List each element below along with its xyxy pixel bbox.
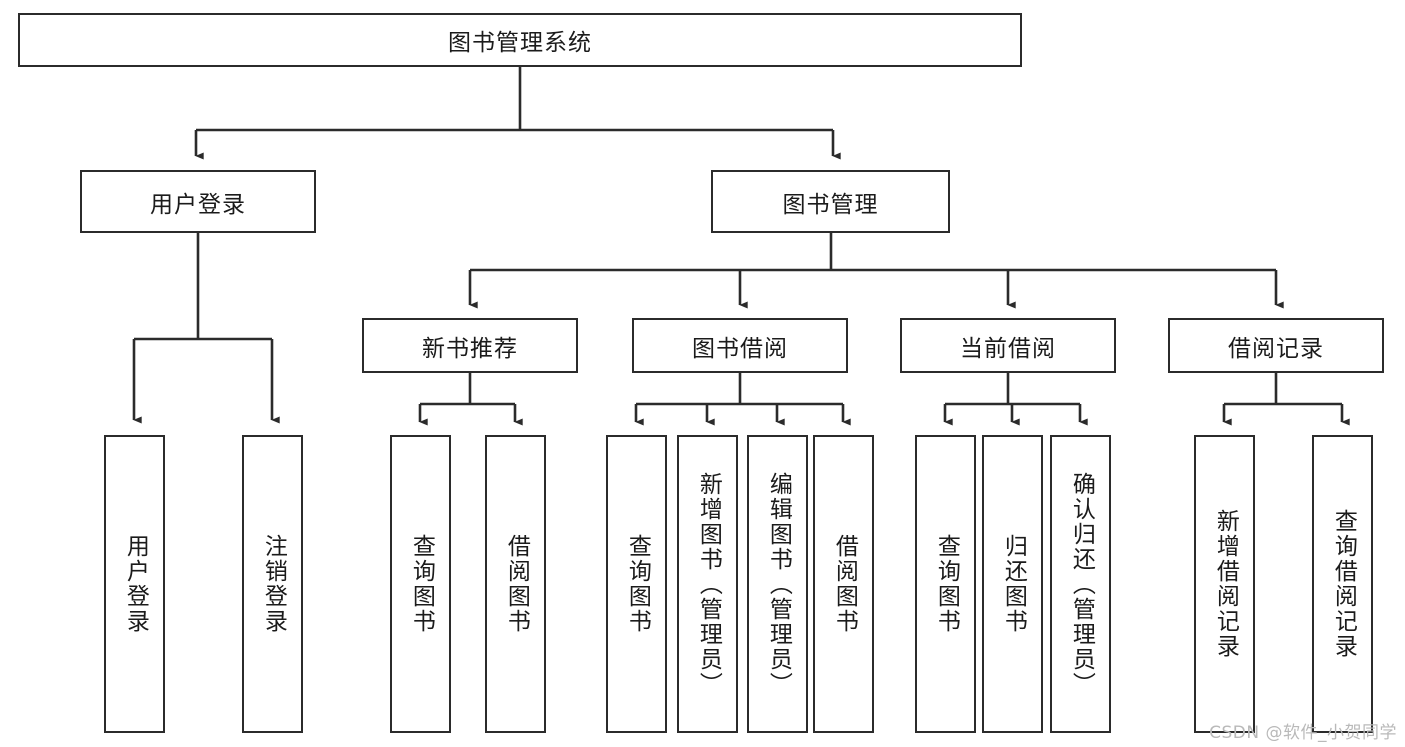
leaf-confirm-return-admin[interactable]: 确认归还（管理员） bbox=[1050, 435, 1111, 733]
watermark-text: CSDN @软件_小贺同学 bbox=[1209, 723, 1397, 743]
leaf-add-borrow-record[interactable]: 新增借阅记录 bbox=[1194, 435, 1255, 733]
leaf-add-borrow-record-label: 新增借阅记录 bbox=[1212, 509, 1239, 659]
node-current-borrow[interactable]: 当前借阅 bbox=[900, 318, 1116, 373]
node-book-manage[interactable]: 图书管理 bbox=[711, 170, 950, 233]
leaf-query-book-2[interactable]: 查询图书 bbox=[606, 435, 667, 733]
leaf-return-book[interactable]: 归还图书 bbox=[982, 435, 1043, 733]
leaf-query-book-1[interactable]: 查询图书 bbox=[390, 435, 451, 733]
leaf-query-borrow-record-label: 查询借阅记录 bbox=[1330, 509, 1357, 659]
leaf-user-login[interactable]: 用户登录 bbox=[104, 435, 165, 733]
leaf-user-login-label: 用户登录 bbox=[122, 534, 149, 634]
leaf-borrow-book-1-label: 借阅图书 bbox=[503, 534, 530, 634]
node-new-book-recommend[interactable]: 新书推荐 bbox=[362, 318, 578, 373]
leaf-query-book-2-label: 查询图书 bbox=[624, 534, 651, 634]
node-borrow-record-label: 借阅记录 bbox=[1228, 335, 1324, 362]
leaf-query-borrow-record[interactable]: 查询借阅记录 bbox=[1312, 435, 1373, 733]
leaf-borrow-book-2-label: 借阅图书 bbox=[831, 534, 858, 634]
node-root-label: 图书管理系统 bbox=[448, 30, 592, 56]
node-book-manage-label: 图书管理 bbox=[782, 191, 879, 218]
node-root[interactable]: 图书管理系统 bbox=[18, 13, 1022, 67]
node-user-login[interactable]: 用户登录 bbox=[80, 170, 316, 233]
leaf-edit-book-admin[interactable]: 编辑图书（管理员） bbox=[747, 435, 808, 733]
leaf-edit-book-admin-label: 编辑图书（管理员） bbox=[765, 471, 792, 697]
node-user-login-label: 用户登录 bbox=[150, 191, 246, 218]
node-new-book-recommend-label: 新书推荐 bbox=[422, 335, 518, 362]
node-current-borrow-label: 当前借阅 bbox=[960, 335, 1056, 362]
node-borrow-record[interactable]: 借阅记录 bbox=[1168, 318, 1384, 373]
leaf-logout-login[interactable]: 注销登录 bbox=[242, 435, 303, 733]
leaf-add-book-admin-label: 新增图书（管理员） bbox=[695, 471, 722, 697]
leaf-add-book-admin[interactable]: 新增图书（管理员） bbox=[677, 435, 738, 733]
leaf-return-book-label: 归还图书 bbox=[1000, 534, 1027, 634]
leaf-query-book-3-label: 查询图书 bbox=[933, 534, 960, 634]
leaf-logout-login-label: 注销登录 bbox=[260, 534, 287, 634]
leaf-confirm-return-admin-label: 确认归还（管理员） bbox=[1068, 471, 1095, 697]
leaf-query-book-1-label: 查询图书 bbox=[408, 534, 435, 634]
leaf-borrow-book-1[interactable]: 借阅图书 bbox=[485, 435, 546, 733]
leaf-borrow-book-2[interactable]: 借阅图书 bbox=[813, 435, 874, 733]
leaf-query-book-3[interactable]: 查询图书 bbox=[915, 435, 976, 733]
node-book-borrow-label: 图书借阅 bbox=[692, 335, 788, 362]
node-book-borrow[interactable]: 图书借阅 bbox=[632, 318, 848, 373]
